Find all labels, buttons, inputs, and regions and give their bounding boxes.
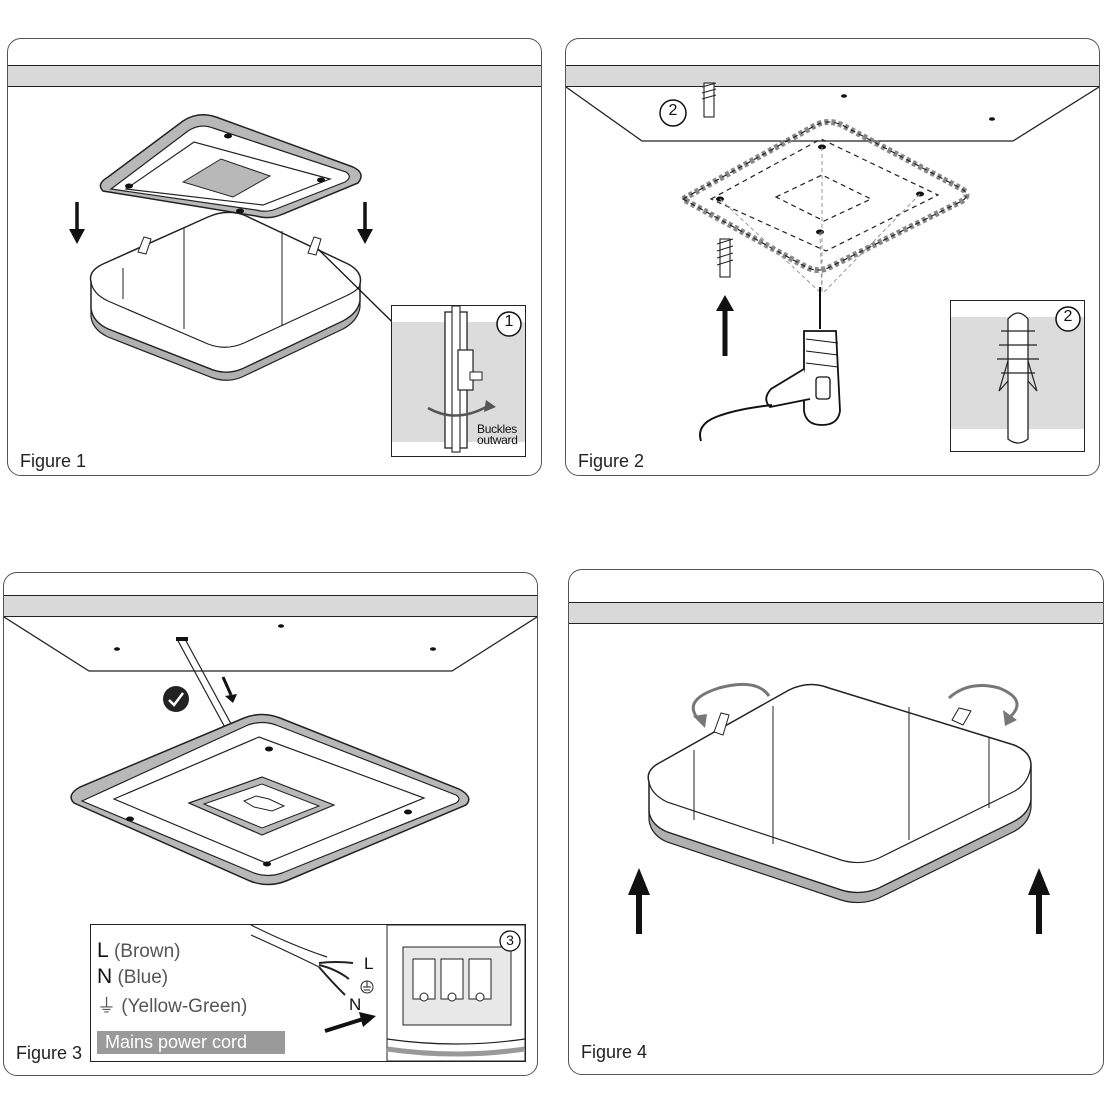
figure-4-label: Figure 4 xyxy=(581,1042,648,1062)
screw-hole xyxy=(125,183,133,189)
legend-text: (Yellow-Green) xyxy=(121,996,248,1017)
figure-2-illustration xyxy=(566,82,1099,442)
detail-inset-buckle: 1 Buckles outward xyxy=(391,305,526,457)
arrow-up-icon xyxy=(628,868,650,934)
figure-3-panel: 3 L N L (Brown) N (Blue) ⏚ (Yellow-Green… xyxy=(3,572,538,1076)
callout-number-badge xyxy=(1055,306,1081,332)
earth-icon: ⏚ xyxy=(97,996,117,1017)
legend-row-live: L (Brown) xyxy=(97,939,180,963)
callout-number: 3 xyxy=(506,932,514,948)
figure-3-illustration xyxy=(4,616,537,886)
legend-row-earth: ⏚ (Yellow-Green) xyxy=(97,991,247,1018)
arrow-up-icon xyxy=(1028,868,1050,934)
figure-2-panel: 2 2 Figure 2 xyxy=(565,38,1100,476)
arrow-down-icon xyxy=(357,202,373,244)
base-plate xyxy=(70,713,470,886)
detail-inset-wall-plug: 2 xyxy=(950,300,1085,452)
legend-code: N xyxy=(97,965,113,988)
callout-number: 2 xyxy=(1063,308,1073,325)
legend-text: (Brown) xyxy=(113,941,181,962)
ceiling-bar xyxy=(566,65,1099,87)
mains-cord-label: Mains power cord xyxy=(97,1031,285,1054)
check-icon xyxy=(163,686,189,712)
wall-plug-icon xyxy=(701,82,717,118)
wiring-legend-box: 3 L N L (Brown) N (Blue) ⏚ (Yellow-Green… xyxy=(90,924,526,1062)
screw-hole xyxy=(224,133,232,139)
arrow-up-icon xyxy=(716,295,734,356)
screw-hole xyxy=(317,177,325,183)
ceiling-bar xyxy=(569,602,1103,624)
drill-icon xyxy=(699,287,841,442)
wire-label-l: L xyxy=(364,954,374,973)
legend-text: (Blue) xyxy=(117,967,169,988)
figure-1-panel: 1 Buckles outward Figure 1 xyxy=(7,38,542,476)
buckle-caption-line2: outward xyxy=(477,433,518,447)
ceiling-bar xyxy=(8,65,541,87)
buckle-caption: Buckles outward xyxy=(477,422,518,447)
buckle-caption-line1: Buckles xyxy=(477,422,517,436)
lamp-body xyxy=(89,211,362,381)
callout-number: 2 xyxy=(668,102,678,119)
screw-hole xyxy=(236,208,244,214)
wall-plug-icon xyxy=(716,238,734,278)
figure-1-label: Figure 1 xyxy=(20,451,87,471)
callout-number-badge xyxy=(499,930,521,952)
drilling-template xyxy=(676,119,970,295)
lamp-body xyxy=(647,683,1032,904)
callout-number-badge xyxy=(659,99,687,127)
figure-4-panel: Figure 4 xyxy=(568,569,1104,1075)
callout-number: 1 xyxy=(504,313,514,330)
figure-2-label: Figure 2 xyxy=(578,451,645,471)
legend-code: L xyxy=(97,939,109,962)
rotate-arrow-icon xyxy=(947,684,1019,726)
wire-label-n: N xyxy=(349,995,362,1014)
figure-1-illustration xyxy=(69,114,438,381)
figure-3-label: Figure 3 xyxy=(16,1043,83,1063)
rotate-arrow-icon xyxy=(691,682,771,728)
base-plate xyxy=(99,114,362,219)
figure-4-illustration xyxy=(628,682,1050,934)
ceiling-bar xyxy=(4,595,537,617)
arrow-down-icon xyxy=(69,202,85,244)
callout-number-badge xyxy=(496,311,522,337)
legend-row-neutral: N (Blue) xyxy=(97,965,168,989)
